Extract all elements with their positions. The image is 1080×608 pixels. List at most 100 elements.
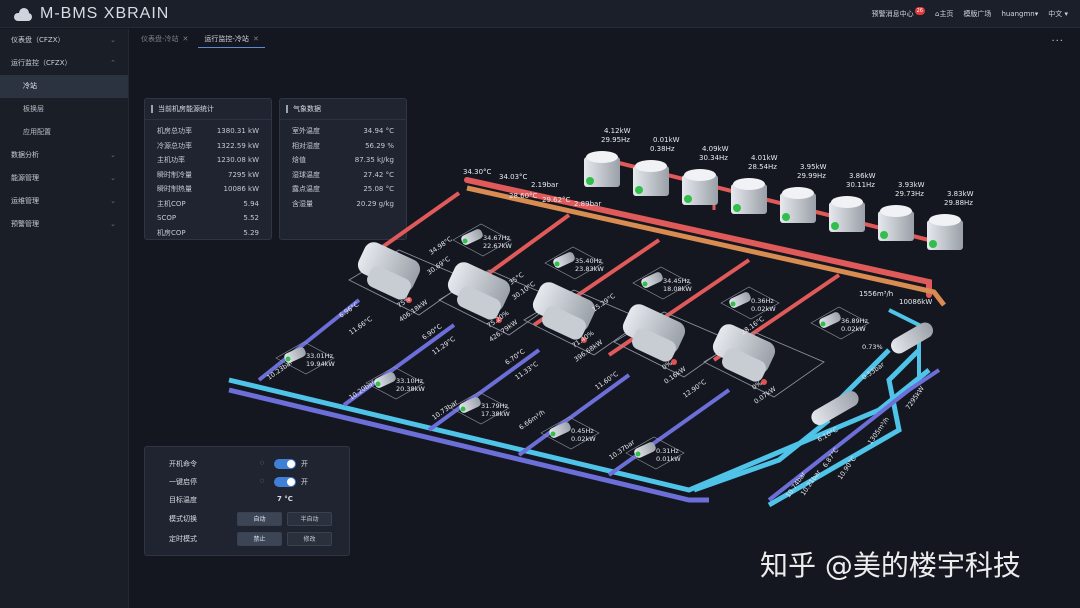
stat-value: 1230.08 kW xyxy=(216,156,259,164)
tab-bar: 仪表盘-冷站✕ 运行监控-冷站✕ xyxy=(135,31,265,48)
pump-frequency: 36.89Hz xyxy=(841,317,868,325)
tower-frequency: 29.88Hz xyxy=(944,199,973,207)
one-key-row: 一键启停 ○ 开 xyxy=(169,477,308,487)
sidebar-item-dashboard[interactable]: 仪表盘（CFZX）⌄ xyxy=(0,29,128,52)
target-temp-row: 目标温度 7 °C xyxy=(169,495,293,504)
stat-label: SCOP xyxy=(157,214,177,222)
status-light-icon xyxy=(880,231,888,239)
sidebar-item-energy[interactable]: 能源管理⌄ xyxy=(0,167,128,190)
pump-power: 0.02kW xyxy=(571,435,596,443)
stat-value: 5.29 xyxy=(243,228,259,237)
bar-icon xyxy=(286,105,288,113)
condenser-pump[interactable] xyxy=(632,266,692,300)
stat-row: 主机功率 1230.08 kW xyxy=(145,153,271,168)
mode-semi-auto-button[interactable]: 半自动 xyxy=(287,512,332,526)
cooling-tower[interactable] xyxy=(731,178,767,214)
templates-link[interactable]: 模版广场 xyxy=(963,10,992,18)
pump-frequency: 34.45Hz xyxy=(663,277,690,285)
user-menu[interactable]: huangmn▾ xyxy=(1001,10,1039,18)
sidebar: 仪表盘（CFZX）⌄ 运行监控（CFZX）⌃ 冷站 板换层 应用配置 数据分析⌄… xyxy=(0,29,129,608)
stat-label: 露点温度 xyxy=(292,185,320,193)
chiller-unit[interactable] xyxy=(613,301,735,378)
stat-value: 27.42 °C xyxy=(363,170,394,179)
condenser-pump[interactable] xyxy=(452,223,512,257)
language-select[interactable]: 中文 ▾ xyxy=(1048,10,1068,18)
cond-supply-pressure: 2.19bar xyxy=(531,181,558,189)
cooling-tower[interactable] xyxy=(829,196,865,232)
tower-frequency: 28.54Hz xyxy=(748,163,777,171)
distribution-header[interactable] xyxy=(808,388,861,428)
condenser-pump[interactable] xyxy=(810,306,870,340)
stat-value: 10086 kW xyxy=(223,185,259,193)
sidebar-subitem-plate-exchanger[interactable]: 板换层 xyxy=(23,105,44,113)
sidebar-subitem-cold-station[interactable]: 冷站 xyxy=(0,75,128,98)
home-link[interactable]: ⌂主页 xyxy=(934,10,954,18)
condenser-pump[interactable] xyxy=(544,246,604,280)
target-temp-value[interactable]: 7 °C xyxy=(277,495,293,503)
sidebar-item-alerts[interactable]: 预警管理⌄ xyxy=(0,213,128,236)
status-light-icon xyxy=(671,359,677,365)
stat-value: 5.52 xyxy=(243,214,259,222)
close-icon[interactable]: ✕ xyxy=(252,35,259,43)
stat-label: 主机功率 xyxy=(157,156,185,164)
cooling-tower[interactable] xyxy=(584,151,620,187)
one-key-toggle[interactable] xyxy=(274,477,296,487)
start-command-toggle[interactable] xyxy=(274,459,296,469)
chevron-down-icon: ⌄ xyxy=(110,220,116,228)
cooling-tower[interactable] xyxy=(780,187,816,223)
status-light-icon xyxy=(635,451,641,457)
stat-row: 机房COP 5.29 xyxy=(145,226,271,241)
chilled-water-pump[interactable] xyxy=(450,391,510,425)
watermark-text: 知乎 @美的楼宇科技 xyxy=(760,549,1021,582)
sidebar-item-maintenance[interactable]: 运维管理⌄ xyxy=(0,190,128,213)
pump-power: 18.08kW xyxy=(663,285,692,293)
expansion-tank[interactable] xyxy=(888,320,936,357)
close-icon[interactable]: ✕ xyxy=(182,35,189,43)
chilled-water-pump[interactable] xyxy=(625,436,685,470)
chevron-up-icon: ⌃ xyxy=(110,59,116,67)
timer-row: 定时模式 禁止 修改 xyxy=(145,532,351,546)
sidebar-subitem-app-config[interactable]: 应用配置 xyxy=(23,128,51,136)
mode-auto-button[interactable]: 自动 xyxy=(237,512,282,526)
chiller-unit[interactable] xyxy=(703,321,825,398)
stat-row: SCOP 5.52 xyxy=(145,211,271,226)
sidebar-item-analysis[interactable]: 数据分析⌄ xyxy=(0,144,128,167)
cooling-tower[interactable] xyxy=(878,205,914,241)
stat-value: 56.29 % xyxy=(365,141,394,150)
status-light-icon xyxy=(586,177,594,185)
tab-monitoring[interactable]: 运行监控-冷站✕ xyxy=(198,31,265,48)
e7-label: 11.60°C xyxy=(594,370,621,392)
chilled-water-pump[interactable] xyxy=(275,341,335,375)
panel-title: 气象数据 xyxy=(280,99,406,120)
cond-flow: 1556m³/h xyxy=(859,290,893,298)
timer-edit-button[interactable]: 修改 xyxy=(287,532,332,546)
chilled-water-pump[interactable] xyxy=(540,416,600,450)
cooling-tower[interactable] xyxy=(633,160,669,196)
cooling-tower[interactable] xyxy=(682,169,718,205)
status-light-icon xyxy=(820,321,826,327)
timer-disable-button[interactable]: 禁止 xyxy=(237,532,282,546)
chilled-water-pump[interactable] xyxy=(365,366,425,400)
stat-value: 7295 kW xyxy=(227,170,259,179)
mode-row: 模式切换 自动 半自动 xyxy=(145,512,351,526)
cloud-icon xyxy=(12,7,34,21)
tab-dashboard[interactable]: 仪表盘-冷站✕ xyxy=(141,35,189,43)
more-icon[interactable]: ··· xyxy=(1051,36,1064,47)
stat-label: 机房COP xyxy=(157,228,186,237)
pump-frequency: 0.31Hz xyxy=(656,447,679,455)
app-logo[interactable]: M-BMS XBRAIN xyxy=(12,5,169,23)
sidebar-item-monitoring[interactable]: 运行监控（CFZX）⌃ xyxy=(0,52,128,75)
cooling-tower[interactable] xyxy=(927,214,963,250)
condenser-pump[interactable] xyxy=(720,286,780,320)
c1-label: 34.98°C xyxy=(428,235,455,257)
